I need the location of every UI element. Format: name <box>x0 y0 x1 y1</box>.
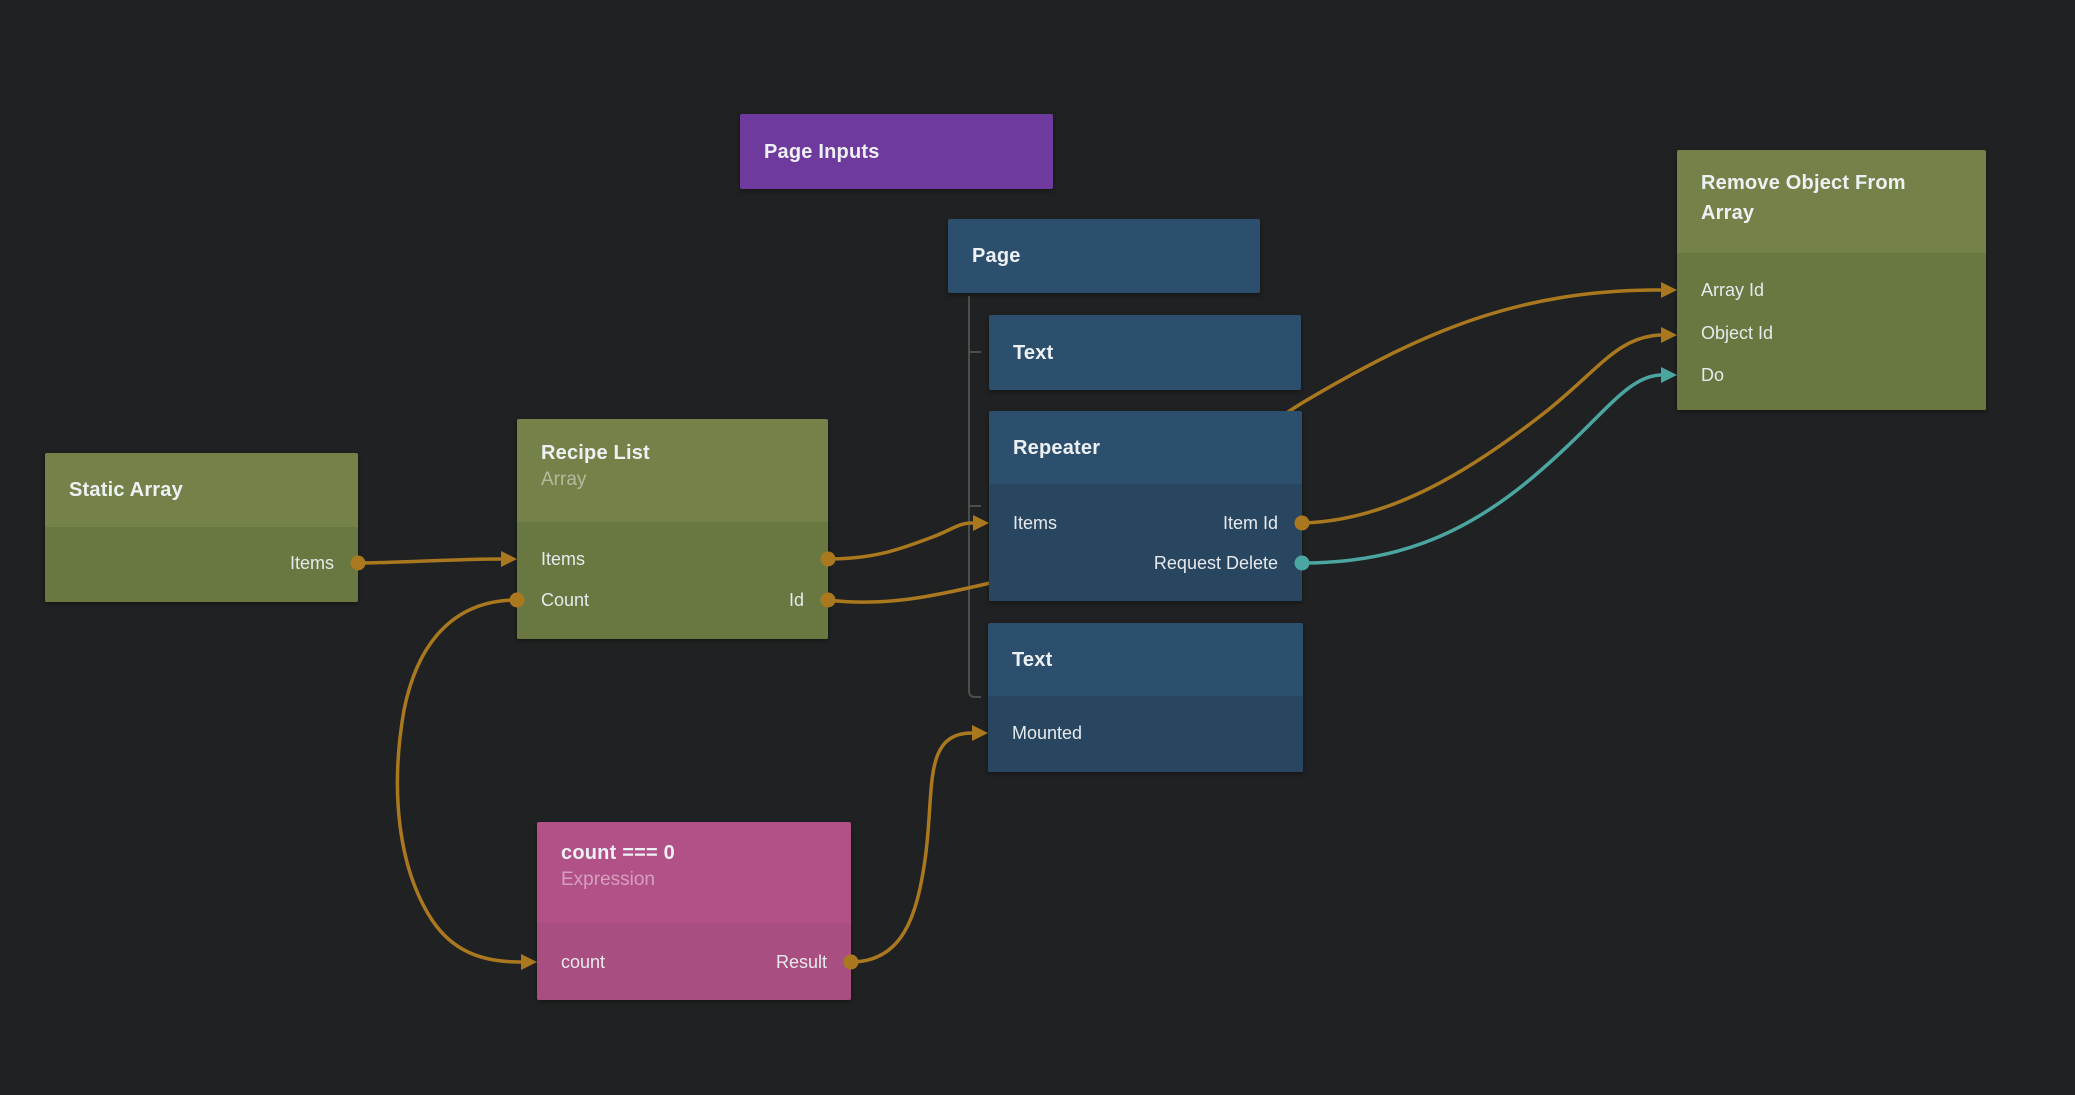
port-recipe-list-items[interactable]: Items <box>541 549 586 569</box>
hierarchy-line-main <box>968 296 981 698</box>
wire-recipelist-items-to-repeater-items[interactable] <box>826 521 974 561</box>
port-static-array-items[interactable]: Items <box>289 553 334 573</box>
node-text-2[interactable]: Text Mounted <box>988 623 1303 772</box>
node-title: Remove Object From Array <box>1701 172 1906 224</box>
node-repeater[interactable]: Repeater Items Item Id Request Delete <box>989 411 1302 601</box>
wire-expression-result-to-text-mounted[interactable] <box>849 731 973 964</box>
port-recipe-list-count[interactable]: Count <box>541 590 590 610</box>
node-recipe-list[interactable]: Recipe List Array Items Count Id <box>517 419 828 639</box>
node-page-inputs[interactable]: Page Inputs <box>740 114 1053 189</box>
port-remove-do[interactable]: Do <box>1701 365 1725 385</box>
wire-repeater-requestdelete-to-remove-do[interactable] <box>1300 373 1662 565</box>
port-repeater-item-id[interactable]: Item Id <box>1222 513 1278 533</box>
wire-recipelist-count-to-expression-count[interactable] <box>395 598 522 964</box>
node-text-1[interactable]: Text <box>989 315 1301 390</box>
port-remove-object-id[interactable]: Object Id <box>1701 323 1774 343</box>
port-expression-count[interactable]: count <box>561 952 606 972</box>
node-body <box>1677 253 1986 410</box>
node-title: Text <box>1013 341 1054 364</box>
port-remove-array-id[interactable]: Array Id <box>1701 280 1765 300</box>
node-title: Page <box>972 245 1021 267</box>
wire-repeater-itemid-to-remove-objectid[interactable] <box>1300 333 1662 525</box>
port-expression-result[interactable]: Result <box>775 952 827 972</box>
node-body <box>45 527 358 602</box>
node-title: Repeater <box>1013 436 1101 459</box>
node-title: Text <box>1012 648 1053 671</box>
node-body <box>988 696 1303 772</box>
node-title: Recipe List <box>541 442 650 464</box>
node-body <box>989 484 1302 601</box>
node-title: count === 0 <box>561 842 675 864</box>
port-text-mounted[interactable]: Mounted <box>1012 723 1083 743</box>
node-static-array[interactable]: Static Array Items <box>45 453 358 602</box>
node-title: Page Inputs <box>764 140 880 163</box>
node-body <box>517 522 828 639</box>
port-repeater-items[interactable]: Items <box>1013 513 1058 533</box>
node-subtitle: Expression <box>561 869 655 890</box>
port-repeater-request-delete[interactable]: Request Delete <box>1153 553 1278 573</box>
node-page[interactable]: Page <box>948 219 1260 293</box>
node-subtitle: Array <box>541 469 587 490</box>
port-recipe-list-id[interactable]: Id <box>788 590 804 610</box>
node-body <box>537 923 851 1000</box>
node-remove-object-from-array[interactable]: Remove Object From Array Array Id Object… <box>1677 150 1986 410</box>
node-title: Static Array <box>69 479 183 501</box>
wire-staticarray-items-to-recipelist-items[interactable] <box>356 557 502 565</box>
node-expression[interactable]: count === 0 Expression count Result <box>537 822 851 1000</box>
